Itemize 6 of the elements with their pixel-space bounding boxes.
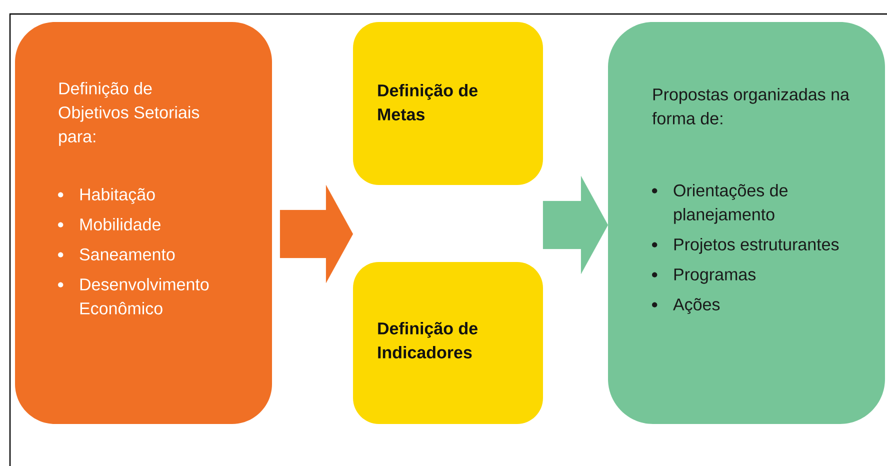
- block-arrow: [542, 176, 608, 274]
- block-arrow: [280, 184, 354, 284]
- indicator-box: Definição de Indicadores: [353, 262, 543, 424]
- proposals-box: Propostas organizadas na forma de: Orientações de planejamento Projetos estruturantes Programas Ações: [608, 22, 885, 424]
- goal-box: Definição de Metas: [353, 22, 543, 185]
- objectives-box: Definição de Objetivos Setoriais para: Habitação Mobilidade Saneamento Desenvolvimento Econômico: [15, 22, 272, 424]
